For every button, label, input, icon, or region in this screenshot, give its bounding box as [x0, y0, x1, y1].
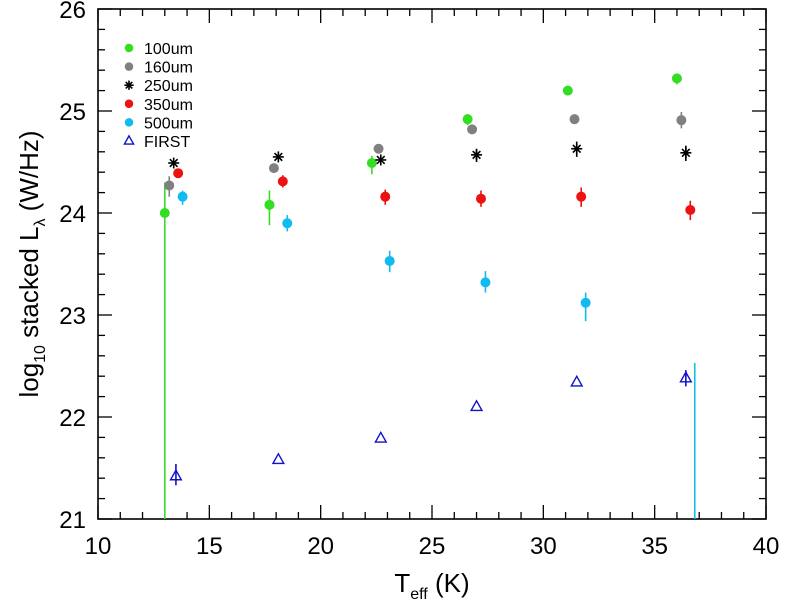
x-tick-label: 10 — [85, 533, 112, 560]
y-tick-label: 21 — [59, 507, 86, 534]
x-tick-label: 25 — [419, 533, 446, 560]
point-250um — [680, 147, 692, 159]
point-first — [679, 370, 693, 383]
point-first — [169, 468, 183, 481]
y-tick-label: 25 — [59, 99, 86, 126]
point-500um — [384, 255, 395, 266]
y-tick-label: 26 — [59, 0, 86, 24]
x-axis-title: Teff (K) — [394, 568, 469, 603]
y-tick-label: 22 — [59, 405, 86, 432]
plot-frame — [97, 8, 767, 520]
point-100um — [159, 208, 170, 218]
point-350um — [380, 191, 391, 202]
series-160um — [164, 112, 687, 197]
point-350um — [173, 168, 184, 179]
legend-label: 250um — [144, 78, 193, 95]
legend-item-160um: 160um — [124, 60, 193, 77]
series-250um — [168, 141, 692, 169]
point-160um — [164, 180, 175, 191]
point-350um — [277, 176, 288, 187]
point-first — [469, 399, 484, 412]
x-tick-label: 15 — [196, 533, 223, 560]
x-tick-labels: 10 15 20 25 30 35 40 — [85, 533, 780, 560]
point-350um — [576, 191, 587, 202]
legend-label: 160um — [144, 60, 193, 77]
point-160um — [676, 115, 687, 126]
point-100um — [366, 158, 377, 169]
legend-item-100um: 100um — [124, 41, 193, 58]
point-350um — [685, 204, 696, 215]
y-tick-label: 23 — [59, 303, 86, 330]
point-250um — [168, 157, 180, 169]
y-axis-title: log10 stacked Lλ (W/Hz) — [14, 130, 49, 397]
legend-item-500um: 500um — [124, 115, 193, 132]
point-100um — [562, 85, 573, 96]
point-250um — [471, 149, 483, 161]
point-500um — [580, 297, 591, 308]
data-series — [159, 73, 696, 519]
legend-label: 500um — [144, 115, 193, 132]
point-160um — [467, 124, 478, 135]
legend-marker-160um — [124, 62, 134, 71]
legend-item-first: FIRST — [123, 134, 190, 151]
point-350um — [475, 193, 486, 204]
point-160um — [569, 114, 580, 125]
point-100um — [264, 199, 275, 210]
point-first — [271, 452, 285, 465]
series-350um — [173, 168, 696, 221]
series-first — [169, 370, 693, 486]
legend-item-250um: 250um — [124, 78, 193, 95]
legend-marker-250um — [124, 80, 134, 90]
legend-item-350um: 350um — [124, 97, 193, 114]
point-500um — [282, 218, 293, 229]
series-500um — [177, 190, 696, 519]
point-250um — [272, 151, 284, 163]
legend-marker-100um — [124, 43, 134, 53]
legend-label: 350um — [144, 97, 193, 114]
x-tick-label: 30 — [530, 533, 557, 560]
point-250um — [571, 143, 583, 155]
x-tick-label: 20 — [307, 533, 334, 560]
point-160um — [268, 163, 279, 174]
y-tick-label: 24 — [59, 201, 86, 228]
point-500um — [177, 191, 188, 202]
point-500um — [480, 277, 491, 288]
point-100um — [671, 73, 682, 84]
legend-marker-first — [123, 134, 135, 145]
legend-marker-500um — [124, 118, 134, 127]
axis-ticks — [97, 8, 767, 520]
point-250um — [375, 154, 387, 166]
point-first — [374, 430, 388, 443]
point-160um — [373, 143, 384, 154]
y-tick-labels: 21 22 23 24 25 26 — [59, 0, 86, 534]
series-100um — [159, 73, 682, 519]
legend-label: 100um — [144, 41, 193, 58]
point-first — [570, 374, 584, 387]
x-tick-label: 35 — [641, 533, 668, 560]
legend-label: FIRST — [144, 134, 190, 151]
point-100um — [462, 114, 473, 125]
x-tick-label: 40 — [753, 533, 780, 560]
legend-marker-350um — [124, 99, 134, 109]
